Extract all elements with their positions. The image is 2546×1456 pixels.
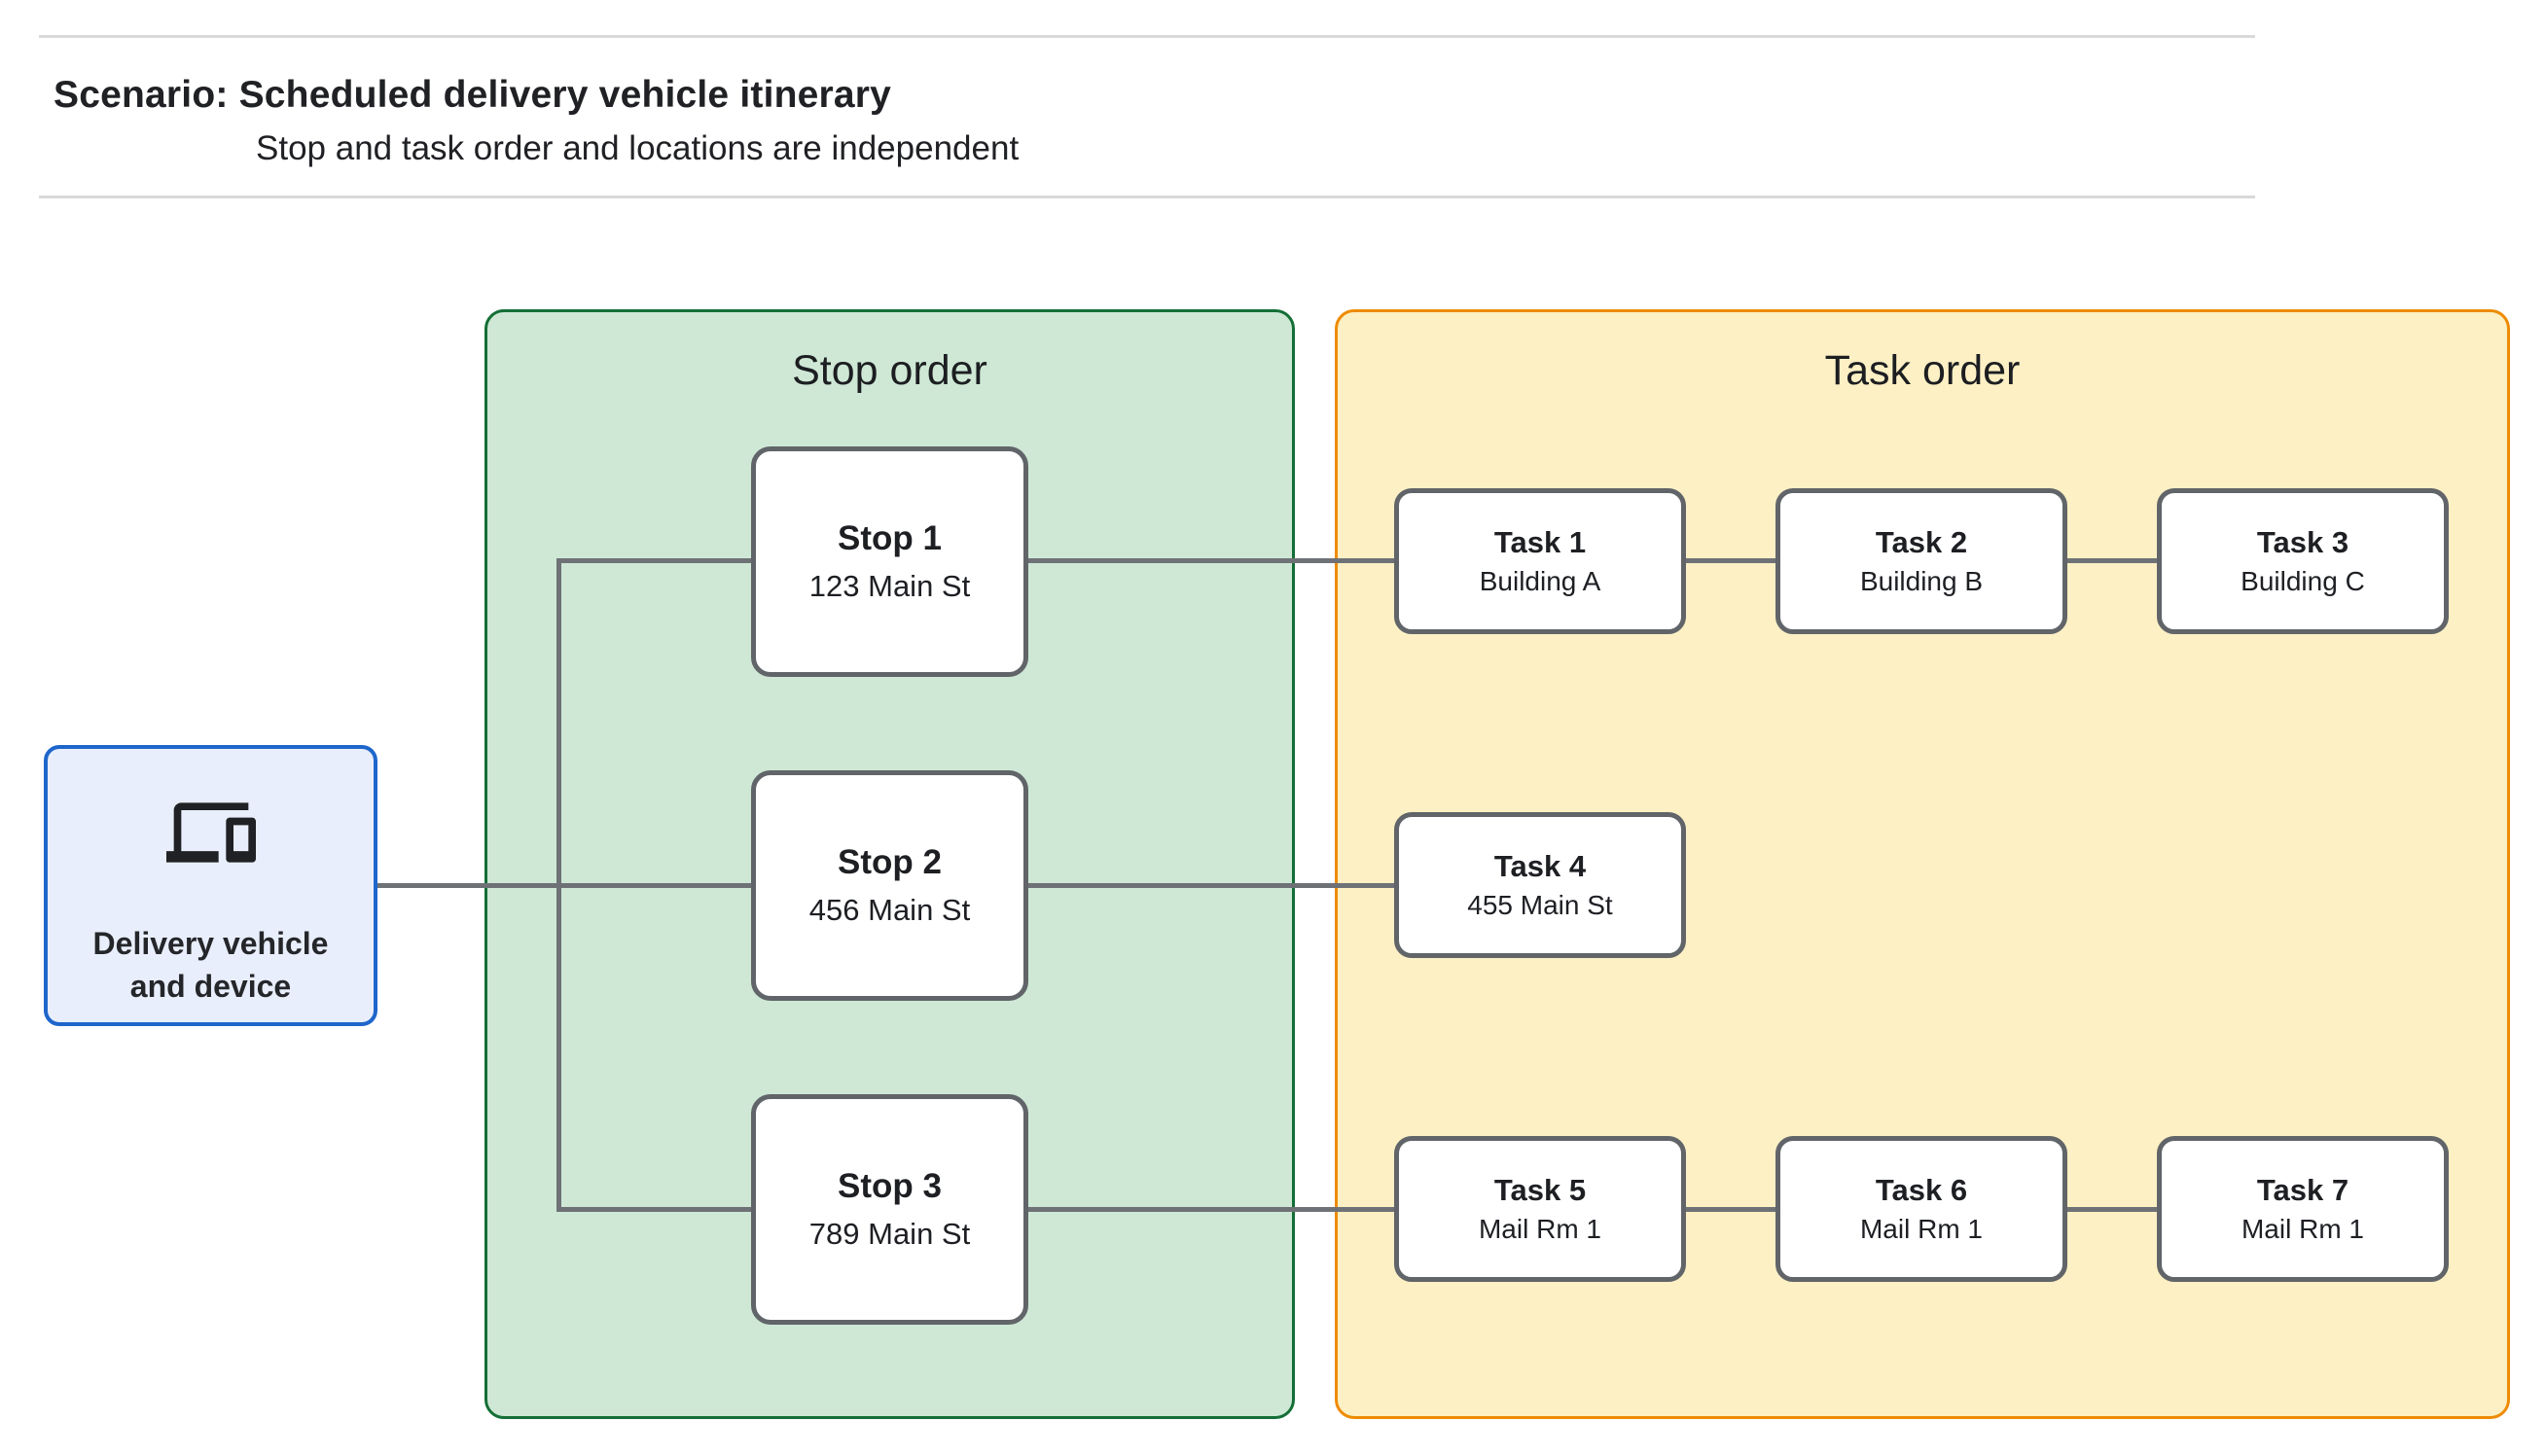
header-bottom-divider: [39, 195, 2255, 198]
stop-node-2: Stop 2 456 Main St: [751, 770, 1028, 1001]
page-title: Scenario: Scheduled delivery vehicle iti…: [54, 74, 892, 116]
task-location: 455 Main St: [1467, 890, 1613, 921]
stop-name: Stop 1: [838, 518, 942, 557]
task-node-6: Task 6 Mail Rm 1: [1775, 1136, 2067, 1282]
stop-location: 456 Main St: [808, 892, 971, 927]
connector-task5-to-task6: [1686, 1207, 1775, 1212]
task-node-1: Task 1 Building A: [1394, 488, 1686, 634]
task-name: Task 3: [2256, 524, 2349, 559]
stop-name: Stop 3: [838, 1166, 942, 1205]
task-location: Building B: [1859, 566, 1984, 597]
task-location: Building A: [1479, 566, 1601, 597]
connector-stop1-to-task1: [1028, 558, 1394, 563]
task-node-4: Task 4 455 Main St: [1394, 812, 1686, 958]
task-name: Task 6: [1875, 1172, 1968, 1207]
task-name: Task 2: [1875, 524, 1968, 559]
devices-icon: [165, 802, 256, 863]
stop-node-1: Stop 1 123 Main St: [751, 446, 1028, 677]
connector-trunk-to-stop3: [556, 1207, 751, 1212]
delivery-vehicle-label: Delivery vehicle and device: [92, 926, 329, 1005]
stop-order-panel-title: Stop order: [792, 347, 987, 394]
stop-location: 123 Main St: [808, 568, 971, 603]
task-location: Mail Rm 1: [1859, 1214, 1983, 1245]
connector-trunk-to-stop1: [556, 558, 751, 563]
connector-task1-to-task2: [1686, 558, 1775, 563]
header-top-divider: [39, 35, 2255, 38]
task-node-3: Task 3 Building C: [2157, 488, 2449, 634]
task-name: Task 5: [1493, 1172, 1587, 1207]
stop-node-3: Stop 3 789 Main St: [751, 1094, 1028, 1325]
page-subtitle: Stop and task order and locations are in…: [256, 129, 1020, 167]
connector-task6-to-task7: [2067, 1207, 2157, 1212]
task-name: Task 1: [1493, 524, 1587, 559]
task-node-2: Task 2 Building B: [1775, 488, 2067, 634]
task-name: Task 4: [1493, 848, 1587, 883]
delivery-vehicle-node: Delivery vehicle and device: [44, 745, 377, 1026]
task-node-7: Task 7 Mail Rm 1: [2157, 1136, 2449, 1282]
connector-trunk-vertical: [556, 558, 561, 1212]
task-location: Mail Rm 1: [1478, 1214, 1601, 1245]
stop-name: Stop 2: [838, 842, 942, 881]
connector-stop3-to-task5: [1028, 1207, 1394, 1212]
task-location: Building C: [2241, 566, 2365, 597]
task-order-panel-title: Task order: [1824, 347, 2021, 394]
connector-vehicle-to-stop2: [377, 883, 751, 888]
connector-stop2-to-task4: [1028, 883, 1394, 888]
task-node-5: Task 5 Mail Rm 1: [1394, 1136, 1686, 1282]
stop-location: 789 Main St: [808, 1216, 971, 1251]
connector-task2-to-task3: [2067, 558, 2157, 563]
task-location: Mail Rm 1: [2241, 1214, 2364, 1245]
task-name: Task 7: [2256, 1172, 2349, 1207]
